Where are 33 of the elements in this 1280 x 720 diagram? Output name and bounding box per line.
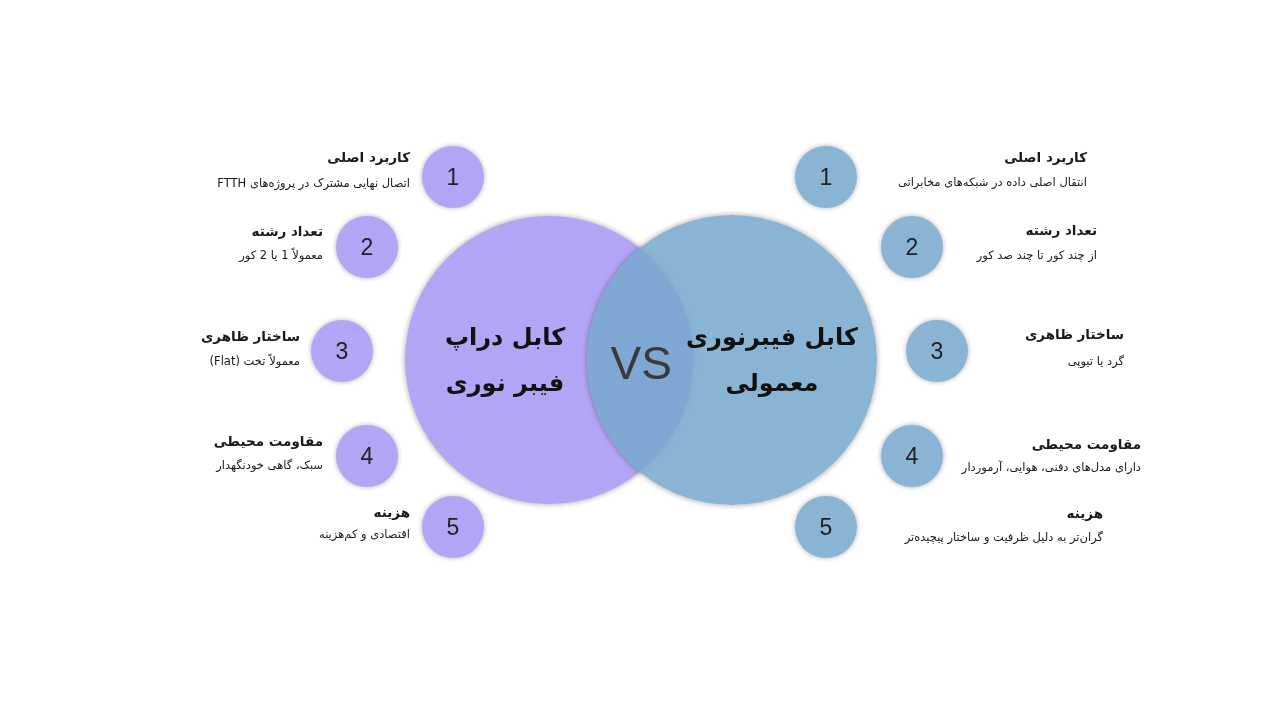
number-circle: 5 bbox=[795, 496, 857, 558]
feature-heading: تعداد رشته bbox=[1025, 221, 1097, 239]
feature-description: سبک، گاهی خودنگهدار bbox=[216, 457, 323, 473]
feature-heading: هزینه bbox=[373, 503, 410, 521]
feature-heading: تعداد رشته bbox=[251, 222, 323, 240]
feature-heading: مقاومت محیطی bbox=[1031, 435, 1141, 453]
number-circle: 2 bbox=[336, 216, 398, 278]
number-circle: 3 bbox=[311, 320, 373, 382]
feature-description: دارای مدل‌های دفنی، هوایی، آرموردار bbox=[961, 459, 1141, 475]
number-circle: 1 bbox=[422, 146, 484, 208]
feature-heading: ساختار ظاهری bbox=[200, 327, 300, 345]
feature-description: گرد یا تیوپی bbox=[1067, 353, 1124, 369]
number-circle: 4 bbox=[881, 425, 943, 487]
feature-description: از چند کور تا چند صد کور bbox=[976, 247, 1097, 263]
feature-description: معمولاً 1 یا 2 کور bbox=[239, 247, 323, 263]
versus-text: VS bbox=[610, 338, 672, 388]
circle-title: کابل فیبرنوری معمولی bbox=[685, 322, 859, 399]
feature-heading: ساختار ظاهری bbox=[1024, 325, 1124, 343]
feature-description: اتصال نهایی مشترک در پروژه‌های FTTH bbox=[217, 175, 410, 191]
number-circle: 4 bbox=[336, 425, 398, 487]
feature-description: گران‌تر به دلیل ظرفیت و ساختار پیچیده‌تر bbox=[904, 529, 1103, 545]
circle-title: کابل دراپ فیبر نوری bbox=[443, 322, 567, 399]
feature-heading: هزینه bbox=[1066, 504, 1103, 522]
feature-heading: کاربرد اصلی bbox=[327, 148, 410, 166]
feature-description: معمولاً تخت (Flat) bbox=[209, 353, 300, 369]
number-circle: 3 bbox=[906, 320, 968, 382]
number-circle: 2 bbox=[881, 216, 943, 278]
number-circle: 5 bbox=[422, 496, 484, 558]
number-circle: 1 bbox=[795, 146, 857, 208]
feature-description: اقتصادی و کم‌هزینه bbox=[319, 526, 410, 542]
feature-heading: مقاومت محیطی bbox=[213, 432, 323, 450]
feature-heading: کاربرد اصلی bbox=[1004, 148, 1087, 166]
feature-description: انتقال اصلی داده در شبکه‌های مخابراتی bbox=[897, 174, 1087, 190]
